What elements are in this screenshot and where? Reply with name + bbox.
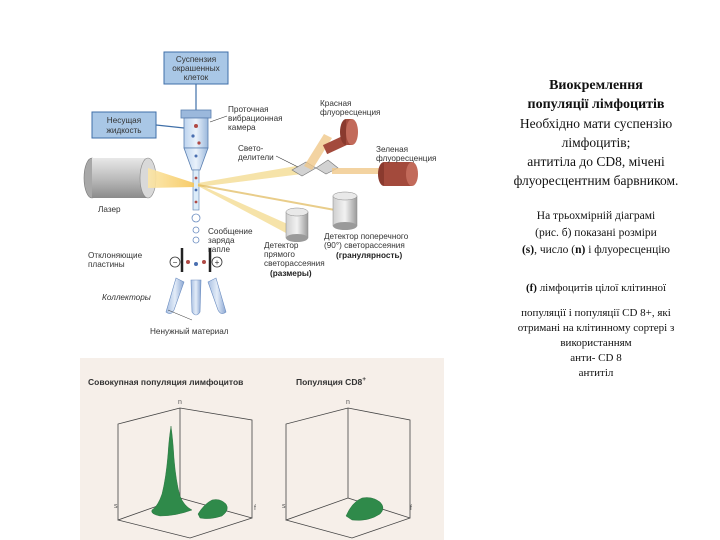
forward-det-label-2: прямого <box>264 250 295 259</box>
chamber-label-1: Проточная <box>228 105 269 114</box>
carrier-label-2: жидкость <box>106 126 141 135</box>
para2-line-1: На трьохмірній діаграмі <box>536 210 656 222</box>
para2-line-2: (рис. б) показані розміри <box>535 227 657 239</box>
plot-right-axis-s: s <box>282 503 286 510</box>
forward-det-label-3: светорассеяния <box>264 259 325 268</box>
plot-left-axis-n: n <box>178 399 182 406</box>
plus-symbol <box>211 256 223 268</box>
plot-left-axis-f: f <box>254 505 256 512</box>
laser-beam <box>148 168 194 188</box>
carrier-line <box>155 124 185 129</box>
para4-line-5: антитіл <box>578 367 614 379</box>
plot-right-title: Популяция CD8+ <box>296 376 366 387</box>
green-fluorescence-detector <box>378 162 418 186</box>
chamber-pointer <box>209 115 228 123</box>
suspension-label-1: Суспензия <box>176 55 216 64</box>
collectors-label: Коллекторы <box>102 293 151 302</box>
droplet-left <box>186 260 190 264</box>
splitters-label-1: Свето- <box>238 144 264 153</box>
beam-to-splitter <box>198 166 302 187</box>
side-det-label-2: (90°) светорассеяния <box>324 241 405 250</box>
waste-pointer <box>167 309 193 321</box>
flow-cytometer-diagram: Суспензия окрашенных клеток Несущая жидк… <box>83 51 436 336</box>
beam-to-forward <box>198 184 292 233</box>
waste-label: Ненужный материал <box>150 327 229 336</box>
side-det-label-1: Детектор поперечного <box>324 232 409 241</box>
plot-right-axis-n: n <box>346 399 350 406</box>
plot-right: Популяция CD8+ n s f <box>282 376 412 539</box>
plot-left-peak-secondary <box>197 499 228 519</box>
plot-right-floor <box>285 517 411 539</box>
charge-label-3: капле <box>208 245 231 254</box>
carrier-label-1: Несущая <box>107 116 141 125</box>
plates-label-2: пластины <box>88 260 125 269</box>
plot-left-title: Совокупная популяция лимфоцитов <box>88 377 243 387</box>
chamber-label-3: камера <box>228 123 256 132</box>
green-fluor-label-1: Зеленая <box>376 145 408 154</box>
para4-line-1: популяції і популяції CD 8+, які <box>521 307 671 319</box>
flow-chamber <box>180 109 212 211</box>
carrier-fluid-box: Несущая жидкость <box>91 111 157 139</box>
droplet-center <box>194 262 198 266</box>
heading-line-2: популяції лімфоцитів <box>527 97 665 112</box>
para4-line-2: отримані на клітинному сортері з <box>517 322 675 334</box>
para3-line-1: (f) лімфоцитів цілої клітинної <box>525 282 667 294</box>
side-scatter-detector <box>332 191 358 230</box>
splitters-label-2: делители <box>238 153 274 162</box>
para1-line-1: Необхідно мати суспензію <box>519 116 673 131</box>
para1-line-2: лімфоцитів; <box>561 135 631 150</box>
droplet-right <box>202 260 206 264</box>
suspension-label-2: окрашенных <box>172 64 219 73</box>
suspension-label-3: клеток <box>184 73 209 82</box>
laser <box>83 157 157 199</box>
minus-label: − <box>173 258 178 267</box>
description-text: Виокремлення популяції лімфоцитів Необхі… <box>486 76 706 381</box>
red-fluor-label-1: Красная <box>320 99 351 108</box>
plot-left-peak-main <box>151 425 193 517</box>
charge-label-2: заряда <box>208 236 235 245</box>
plot-right-peak <box>345 497 384 521</box>
plot-left: Совокупная популяция лимфоцитов n s f <box>88 377 256 539</box>
droplet-3 <box>192 236 200 244</box>
para1-line-3: антитіла до CD8, мічені <box>527 154 665 169</box>
forward-size-label: (размеры) <box>270 269 312 278</box>
droplet-1 <box>191 213 201 223</box>
laser-label: Лазер <box>98 205 121 214</box>
chamber-label-2: вибрационная <box>228 114 283 123</box>
green-fluor-label-2: флуоресценция <box>376 154 436 163</box>
red-fluorescence-detector <box>322 119 358 155</box>
plot-left-axis-s: s <box>114 503 118 510</box>
plates-label-1: Отклоняющие <box>88 251 143 260</box>
beam-red <box>304 134 332 170</box>
forward-det-label-1: Детектор <box>264 241 299 250</box>
plus-label: + <box>215 258 220 267</box>
beam-to-side <box>197 184 347 213</box>
para4-line-3: використанням <box>560 337 632 349</box>
heading-line-1: Виокремлення <box>549 78 643 93</box>
plot-left-floor <box>117 517 253 539</box>
para1-line-4: флуоресцентним барвником. <box>513 173 679 188</box>
forward-scatter-detector <box>285 207 309 242</box>
splitters-pointer <box>275 155 299 168</box>
charge-label-1: Сообщение <box>208 227 253 236</box>
histogram-plots: Совокупная популяция лимфоцитов n s f По… <box>80 358 444 540</box>
droplet-2 <box>192 226 200 234</box>
minus-symbol <box>169 256 181 268</box>
collector-tubes <box>165 277 227 316</box>
red-fluor-label-2: флуоресценция <box>320 108 380 117</box>
plot-right-axis-f: f <box>410 505 412 512</box>
beam-green <box>332 168 380 174</box>
suspension-box: Суспензия окрашенных клеток <box>163 51 229 85</box>
para2-line-3: (s), число (n) і флуоресценцію <box>521 244 671 256</box>
side-gran-label: (гранулярность) <box>336 251 402 260</box>
para4-line-4: анти- CD 8 <box>570 352 622 364</box>
